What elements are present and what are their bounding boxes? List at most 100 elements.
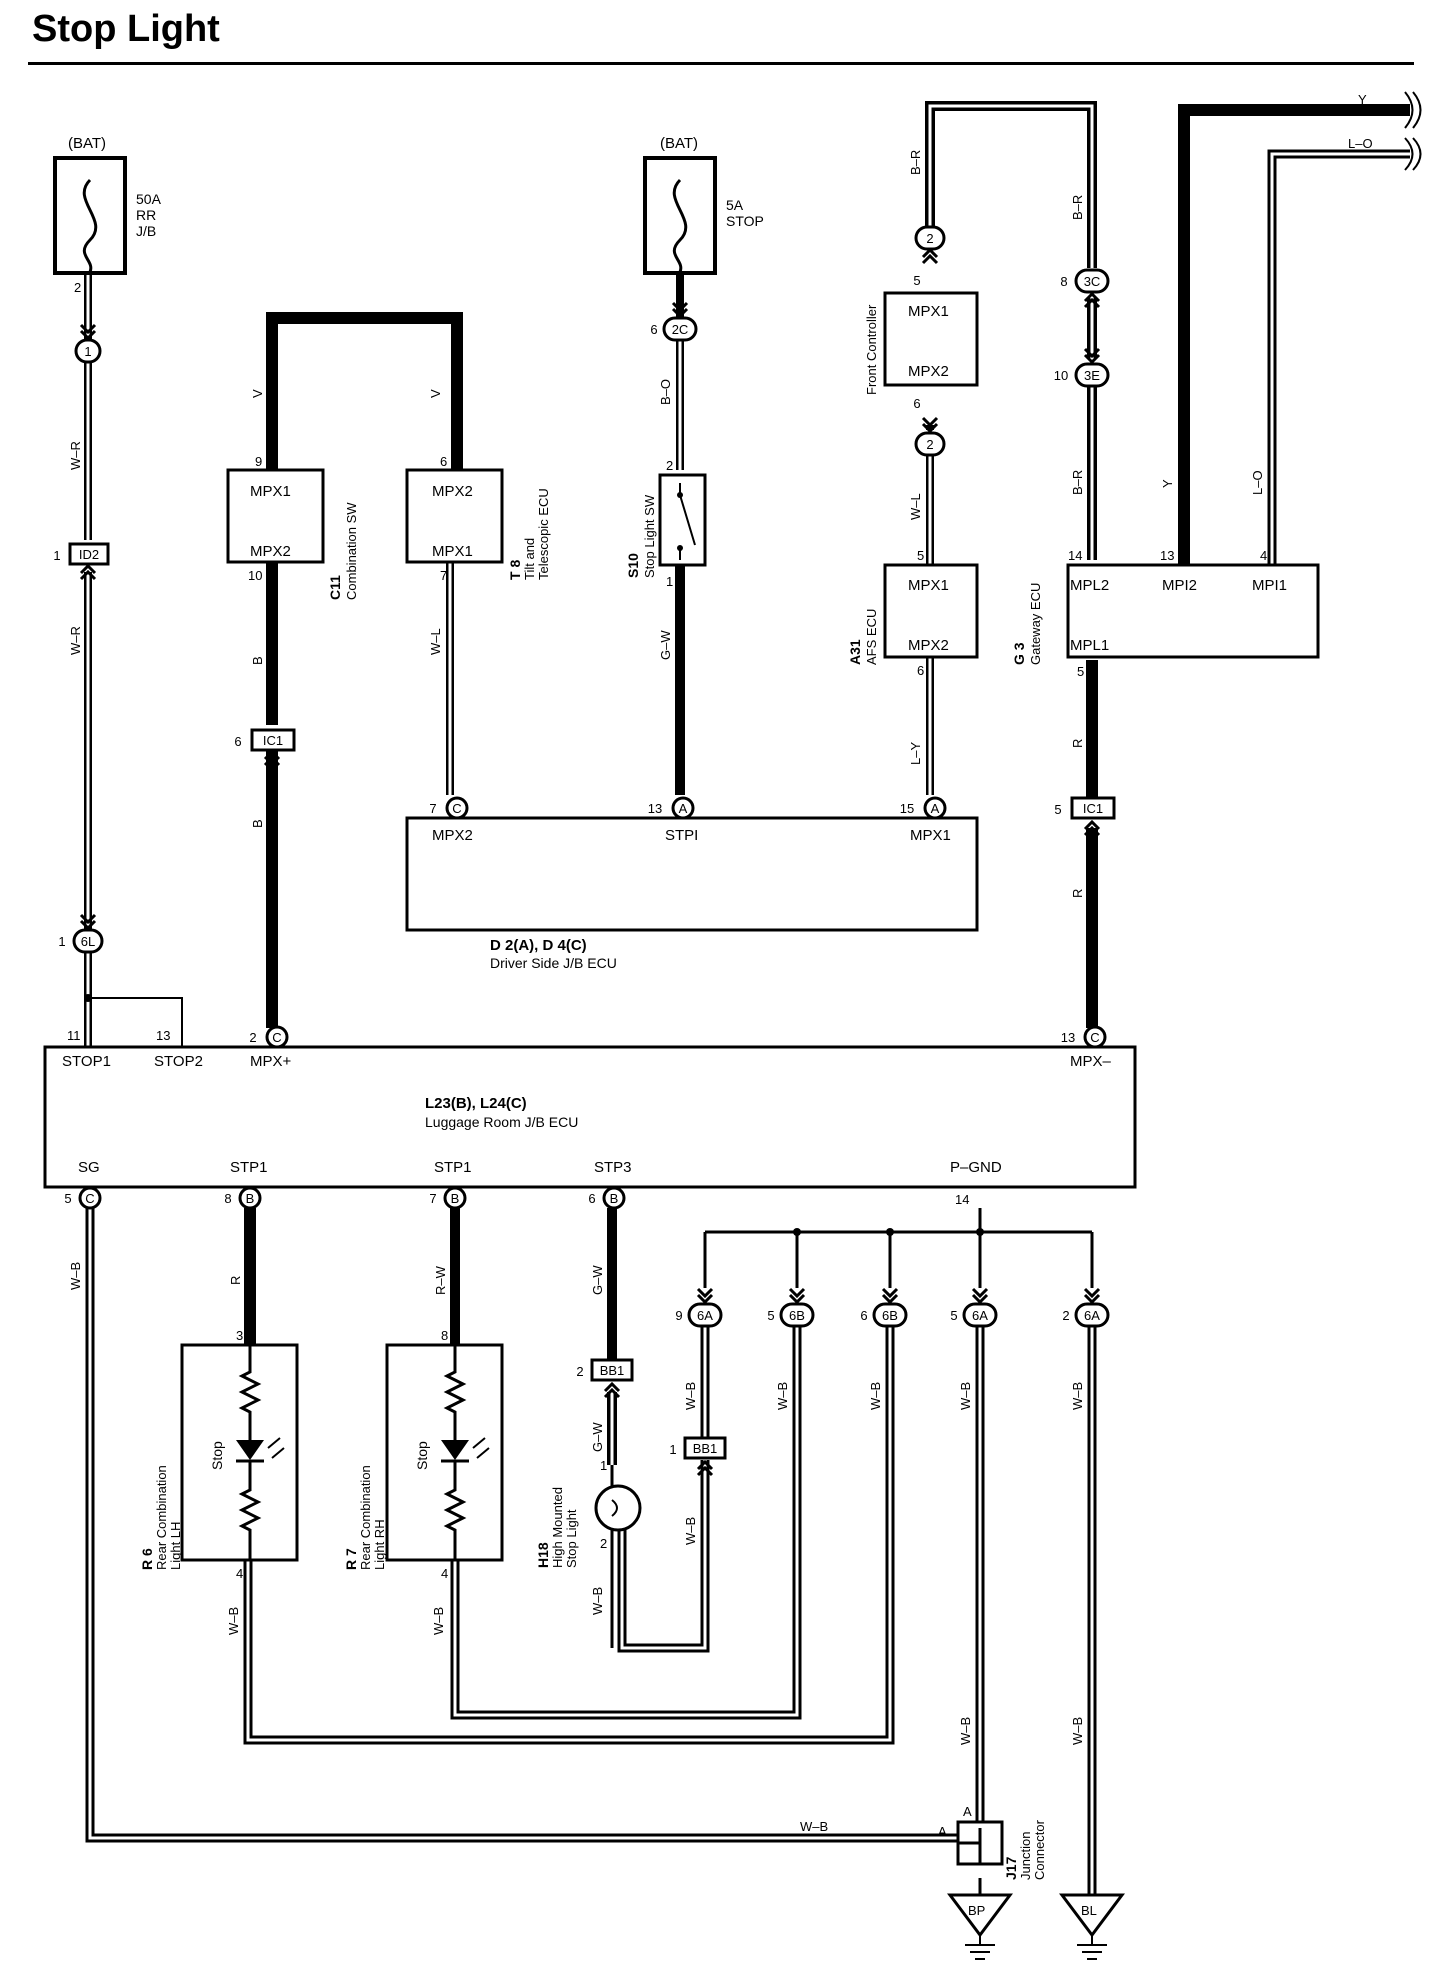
svg-text:W–R: W–R — [68, 441, 83, 470]
svg-text:W–B: W–B — [958, 1382, 973, 1410]
svg-text:L–Y: L–Y — [908, 742, 923, 765]
svg-text:MPX1: MPX1 — [910, 827, 951, 844]
svg-text:1: 1 — [58, 934, 65, 949]
g3-gateway-ecu: MPL2 MPI2 MPI1 MPL1 14 13 4 5 G 3 Gatewa… — [1011, 548, 1320, 679]
svg-text:7: 7 — [429, 801, 436, 816]
svg-text:W–B: W–B — [683, 1382, 698, 1410]
svg-text:IC1: IC1 — [263, 733, 283, 748]
fuse-stop-name: STOP — [726, 213, 764, 229]
svg-text:A31: A31 — [847, 639, 863, 665]
svg-text:6: 6 — [917, 663, 924, 678]
svg-text:Connector: Connector — [1032, 1819, 1047, 1880]
fuse-bat-label: (BAT) — [660, 135, 698, 152]
svg-text:MPX1: MPX1 — [908, 577, 949, 594]
connector-6l: 6L — [72, 913, 104, 954]
svg-text:STPI: STPI — [665, 827, 698, 844]
svg-text:Y: Y — [1160, 479, 1175, 488]
pin-c-sg: C — [78, 1186, 102, 1210]
r7-rear-combination-light-rh: 8 4 Stop R 7 Rear Combination Light RH — [343, 1328, 504, 1581]
svg-text:MPX+: MPX+ — [250, 1053, 292, 1070]
svg-text:8: 8 — [1060, 274, 1067, 289]
svg-text:B: B — [610, 1191, 619, 1206]
svg-text:MPL1: MPL1 — [1070, 637, 1109, 654]
svg-text:Luggage Room J/B ECU: Luggage Room J/B ECU — [425, 1114, 578, 1130]
svg-text:B: B — [250, 656, 265, 665]
ground-bp: BP — [947, 1893, 1013, 1960]
svg-text:W–B: W–B — [683, 1517, 698, 1545]
svg-text:High Mounted: High Mounted — [550, 1487, 565, 1568]
svg-text:G 3: G 3 — [1011, 642, 1027, 665]
svg-text:H18: H18 — [535, 1542, 551, 1568]
svg-text:MPX2: MPX2 — [250, 543, 291, 560]
wire-l-o — [1267, 149, 1410, 565]
svg-text:6: 6 — [860, 1308, 867, 1323]
svg-text:14: 14 — [955, 1192, 969, 1207]
svg-text:3E: 3E — [1084, 368, 1100, 383]
svg-text:STOP1: STOP1 — [62, 1053, 111, 1070]
svg-text:Y: Y — [1358, 92, 1367, 107]
connector-2c: 2C — [662, 301, 698, 342]
svg-text:B–O: B–O — [658, 379, 673, 405]
svg-text:5: 5 — [950, 1308, 957, 1323]
svg-text:BL: BL — [1081, 1903, 1097, 1918]
ground-bl: BL — [1059, 1893, 1125, 1960]
svg-text:STP1: STP1 — [230, 1159, 268, 1176]
svg-text:7: 7 — [440, 568, 447, 583]
svg-text:9: 9 — [675, 1308, 682, 1323]
h18-high-mounted-stop-light: 1 2 H18 High Mounted Stop Light — [535, 1458, 642, 1648]
svg-text:Light RH: Light RH — [372, 1519, 387, 1570]
svg-text:B: B — [250, 819, 265, 828]
svg-text:1: 1 — [669, 1442, 676, 1457]
svg-text:T 8: T 8 — [507, 560, 523, 580]
svg-text:R: R — [1070, 739, 1085, 748]
svg-text:6: 6 — [913, 396, 920, 411]
svg-text:ID2: ID2 — [79, 547, 99, 562]
svg-text:BB1: BB1 — [693, 1441, 718, 1456]
svg-text:9: 9 — [255, 454, 262, 469]
svg-text:W–B: W–B — [590, 1587, 605, 1615]
fuse-rr-amp: 50A — [136, 191, 162, 207]
svg-text:Stop: Stop — [209, 1441, 225, 1470]
svg-text:Light LH: Light LH — [168, 1522, 183, 1570]
svg-text:4: 4 — [236, 1566, 243, 1581]
svg-text:4: 4 — [441, 1566, 448, 1581]
wire-y — [1178, 104, 1410, 565]
s10-stop-light-sw: 2 1 S10 Stop Light SW — [625, 458, 707, 589]
svg-text:Driver Side J/B ECU: Driver Side J/B ECU — [490, 955, 617, 971]
svg-text:W–R: W–R — [68, 626, 83, 655]
wires — [84, 91, 1422, 1895]
svg-text:Combination SW: Combination SW — [344, 502, 359, 600]
svg-text:C: C — [452, 801, 461, 816]
svg-text:2: 2 — [576, 1364, 583, 1379]
svg-text:W–B: W–B — [431, 1607, 446, 1635]
svg-text:A: A — [679, 801, 688, 816]
svg-text:2: 2 — [666, 458, 673, 473]
svg-text:SG: SG — [78, 1159, 100, 1176]
svg-text:Rear Combination: Rear Combination — [154, 1465, 169, 1570]
connector-id2: ID2 — [68, 542, 110, 581]
svg-text:6: 6 — [440, 454, 447, 469]
svg-text:A: A — [931, 801, 940, 816]
svg-text:R: R — [228, 1276, 243, 1285]
svg-text:1: 1 — [600, 1458, 607, 1473]
svg-text:2C: 2C — [672, 322, 689, 337]
fuse-stop-amp: 5A — [726, 197, 744, 213]
svg-text:13: 13 — [1061, 1030, 1075, 1045]
t8-tilt-telescopic-ecu: MPX2 MPX1 6 7 T 8 Tilt and Telescopic EC… — [405, 454, 551, 583]
wire-v — [266, 312, 463, 470]
svg-text:Telescopic ECU: Telescopic ECU — [536, 488, 551, 580]
svg-text:2: 2 — [1062, 1308, 1069, 1323]
svg-text:6: 6 — [650, 322, 657, 337]
svg-text:2: 2 — [249, 1030, 256, 1045]
svg-text:L–O: L–O — [1250, 470, 1265, 495]
c11-combination-sw: MPX1 MPX2 9 10 C11 Combination SW — [226, 454, 359, 600]
a31-afs-ecu: MPX1 MPX2 5 6 A31 AFS ECU — [847, 548, 979, 678]
connector-1: 1 — [74, 323, 102, 364]
svg-text:W–L: W–L — [428, 628, 443, 655]
j17-junction-connector: A A J17 Junction Connector — [938, 1804, 1047, 1880]
svg-text:6A: 6A — [972, 1308, 988, 1323]
connector-ic1-right: IC1 — [1070, 796, 1116, 837]
svg-text:W–B: W–B — [226, 1607, 241, 1635]
svg-text:5: 5 — [917, 548, 924, 563]
pin-c-driver: C — [445, 796, 469, 820]
